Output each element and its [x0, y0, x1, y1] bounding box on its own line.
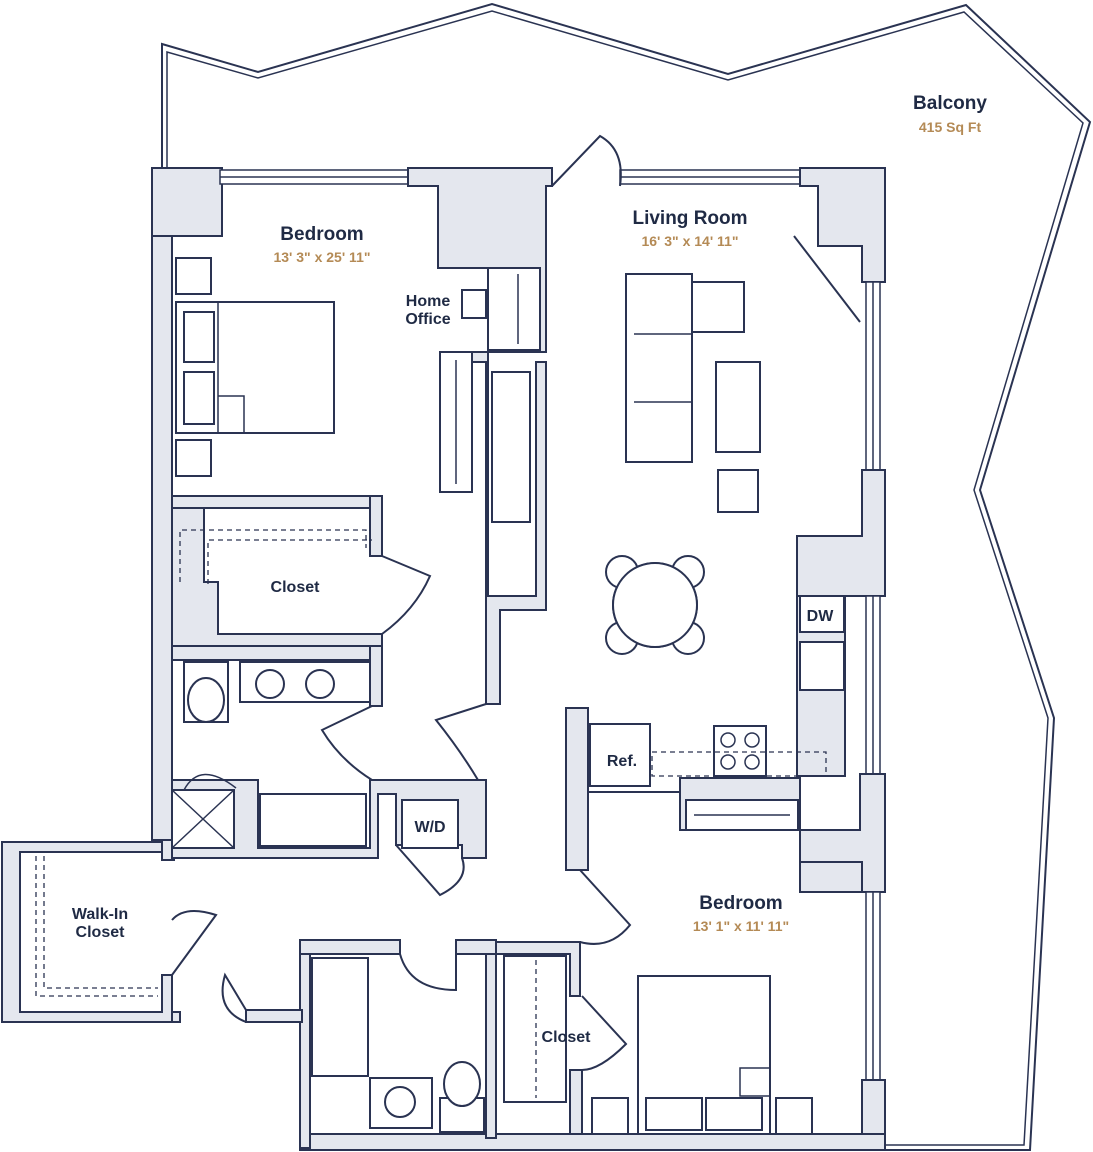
- walk-in-closet-label-line2: Closet: [76, 924, 126, 941]
- bedroom-main-furniture: [175, 257, 541, 523]
- balcony-area: 415 Sq Ft: [919, 119, 982, 135]
- living-furniture: [605, 235, 861, 655]
- refrigerator-label: Ref.: [607, 753, 637, 770]
- exterior-walls: [1, 167, 886, 1151]
- living-room-dimensions: 16' 3" x 14' 11": [641, 233, 738, 249]
- doors: [171, 134, 632, 1071]
- closet-main-label: Closet: [271, 579, 321, 596]
- bedroom-second-label: Bedroom: [699, 893, 782, 914]
- home-office-label-line1: Home: [406, 293, 451, 310]
- bath-second-fixtures: [311, 957, 485, 1133]
- washer-dryer-label: W/D: [414, 819, 445, 836]
- closet-second-label: Closet: [542, 1029, 592, 1046]
- room-labels: Balcony 415 Sq Ft Living Room 16' 3" x 1…: [72, 93, 988, 1046]
- balcony-outline: [161, 2, 1092, 1151]
- bedroom-main-dimensions: 13' 3" x 25' 11": [273, 249, 370, 265]
- balcony-label: Balcony: [913, 93, 987, 114]
- walk-in-closet-label-line1: Walk-In: [72, 906, 128, 923]
- bedroom-second-furniture: [591, 975, 813, 1135]
- home-office-label-line2: Office: [405, 311, 450, 328]
- kitchen-fixtures: [589, 595, 845, 831]
- closet-details: [35, 529, 567, 1103]
- bedroom-main-label: Bedroom: [280, 224, 363, 245]
- dishwasher-label: DW: [807, 608, 835, 625]
- bedroom-second-dimensions: 13' 1" x 11' 11": [693, 918, 789, 934]
- living-room-label: Living Room: [632, 208, 747, 229]
- bath-main-fixtures: [171, 661, 459, 849]
